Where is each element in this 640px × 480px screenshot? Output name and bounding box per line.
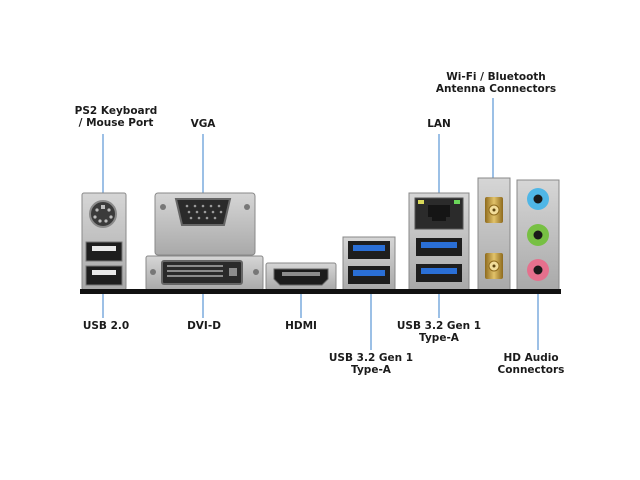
- io-bracket-base: [80, 289, 561, 294]
- callout-lines: [102, 98, 539, 350]
- label-ps2-line2: / Mouse Port: [78, 117, 154, 129]
- label-ps2-line1: PS2 Keyboard: [74, 105, 158, 117]
- label-wifi: Wi-Fi / Bluetooth Antenna Connectors: [436, 71, 556, 95]
- label-usb20-line1: USB 2.0: [82, 320, 130, 332]
- label-wifi-line1: Wi-Fi / Bluetooth: [446, 71, 546, 83]
- label-lan-line1: LAN: [427, 118, 451, 130]
- label-ps2: PS2 Keyboard / Mouse Port: [75, 105, 158, 129]
- label-hdaudio-line1: HD Audio: [503, 352, 559, 364]
- label-usb32-left-line2: Type-A: [351, 364, 391, 376]
- hd-audio-module: [516, 179, 560, 291]
- antenna-connector-bottom: [485, 253, 503, 279]
- ps2-usb20-module: [81, 192, 127, 291]
- label-usb32-left: USB 3.2 Gen 1 Type-A: [329, 352, 413, 376]
- audio-jack-blue: [527, 188, 549, 210]
- label-usb32-right: USB 3.2 Gen 1 Type-A: [397, 320, 481, 344]
- label-hdaudio-line2: Connectors: [497, 364, 565, 376]
- antenna-connector-top: [485, 197, 503, 223]
- label-lan: LAN: [427, 118, 451, 130]
- label-wifi-line2: Antenna Connectors: [435, 83, 557, 95]
- usb20-port-top: [85, 241, 123, 262]
- usb20-port-bottom: [85, 265, 123, 286]
- label-dvid: DVI-D: [187, 320, 221, 332]
- ps2-port: [89, 200, 117, 228]
- label-hdmi: HDMI: [285, 320, 317, 332]
- label-usb32-left-line1: USB 3.2 Gen 1: [328, 352, 414, 364]
- dvid-connector: [145, 255, 264, 291]
- label-vga: VGA: [191, 118, 216, 130]
- wifi-antenna-module: [477, 177, 511, 291]
- label-usb20: USB 2.0: [83, 320, 129, 332]
- label-usb32-right-line2: Type-A: [419, 332, 459, 344]
- label-vga-line1: VGA: [190, 118, 216, 130]
- vga-connector: [154, 192, 256, 256]
- lan-usb32-module: [408, 192, 470, 291]
- label-hdmi-line1: HDMI: [285, 320, 317, 332]
- usb32-left-stack: [342, 236, 396, 291]
- audio-jack-pink: [527, 259, 549, 281]
- label-usb32-right-line1: USB 3.2 Gen 1: [396, 320, 482, 332]
- hdmi-connector: [265, 262, 337, 291]
- label-hdaudio: HD Audio Connectors: [498, 352, 565, 376]
- label-dvid-line1: DVI-D: [187, 320, 221, 332]
- audio-jack-green: [527, 224, 549, 246]
